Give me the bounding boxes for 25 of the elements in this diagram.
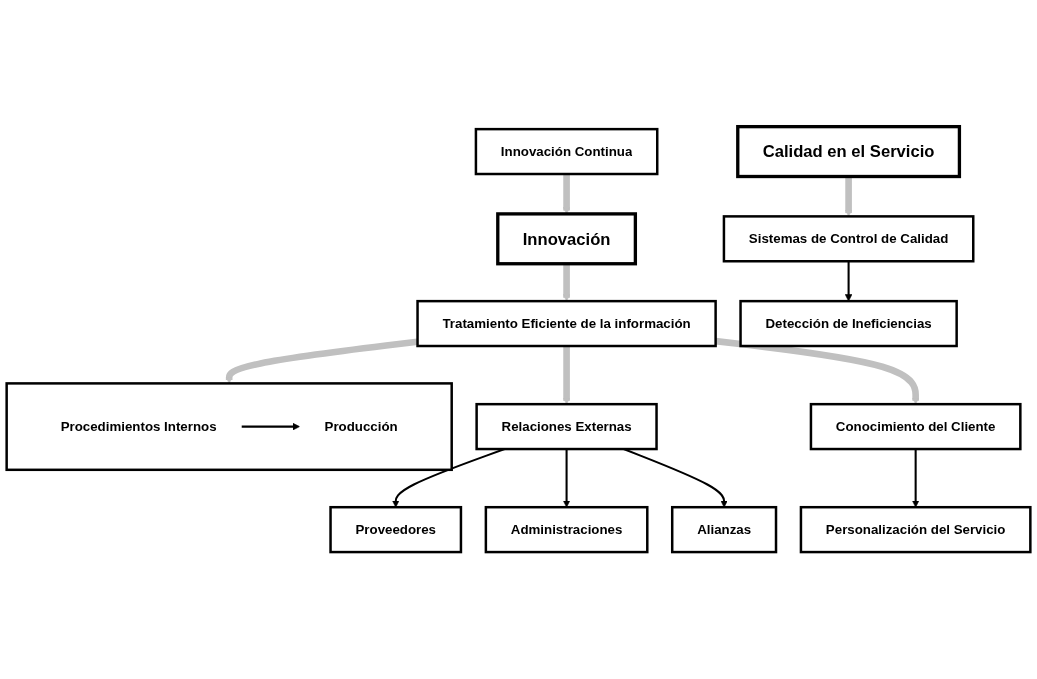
node-box: Innovación Continua	[474, 128, 659, 176]
arrow	[562, 263, 571, 302]
node-box: Personalización del Servicio	[799, 506, 1032, 554]
node-box: Administraciones	[484, 506, 649, 554]
arrow	[844, 176, 853, 217]
arrow	[241, 423, 300, 431]
arrow	[562, 345, 571, 405]
node-box: Calidad en el Servicio	[736, 125, 962, 179]
arrow	[715, 337, 920, 405]
node-text: Procedimientos Internos	[60, 419, 217, 434]
node-box: Tratamiento Eficiente de la información	[416, 300, 717, 348]
arrow	[912, 449, 920, 508]
node-box: Detección de Ineficiencias	[739, 300, 958, 348]
node-box: Relaciones Externas	[475, 403, 658, 451]
cluster	[5, 382, 453, 472]
node-box: Proveedores	[329, 506, 463, 554]
node-box: Innovación	[496, 212, 638, 266]
node-box: Sistemas de Control de Calidad	[722, 215, 975, 263]
node-box: Alianzas	[670, 506, 778, 554]
arrow	[225, 338, 418, 384]
arrow	[562, 174, 571, 215]
node-box: Conocimiento del Cliente	[809, 403, 1022, 451]
arrow	[562, 449, 571, 508]
node-text: Producción	[324, 419, 398, 434]
arrow	[844, 261, 853, 302]
